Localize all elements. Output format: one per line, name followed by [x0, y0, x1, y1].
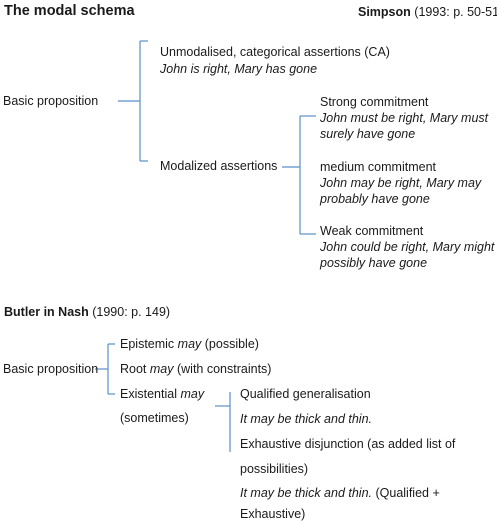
item-modal: may [180, 387, 205, 401]
weak-commitment-example-1: John could be right, Mary might [320, 240, 495, 254]
section1-citation-year: (1993: p. 50-51) [414, 5, 497, 19]
qualified-generalisation: Qualified generalisation [240, 387, 371, 401]
section2-citation-author: Butler in Nash [4, 305, 89, 319]
weak-commitment-label: Weak commitment [320, 224, 424, 238]
item-text: (possible) [201, 337, 259, 351]
section2-citation-year: (1990: p. 149) [92, 305, 171, 319]
item-text: Root [120, 362, 150, 376]
combined-example: It may be thick and thin. (Qualified + [240, 485, 440, 501]
section2-root-label: Basic proposition [3, 362, 99, 376]
combined-example-italic: It may be thick and thin. [240, 486, 373, 500]
section1-title: The modal schema [4, 3, 135, 19]
qualified-example: It may be thick and thin. [240, 412, 373, 426]
epistemic-may-item: Epistemic may (possible) [120, 336, 259, 352]
section1-branch-a-example: John is right, Mary has gone [160, 62, 318, 76]
section1-root-label: Basic proposition [3, 94, 99, 108]
combined-note-2: Exhaustive) [240, 507, 306, 521]
section1-branch-a-label: Unmodalised, categorical assertions (CA) [160, 45, 390, 59]
strong-commitment-example-1: John must be right, Mary must [320, 111, 489, 125]
combined-note: (Qualified + [372, 486, 440, 500]
weak-commitment-example-2: possibly have gone [320, 256, 428, 270]
item-text: (with constraints) [173, 362, 272, 376]
item-text: Epistemic [120, 337, 178, 351]
medium-commitment-example-1: John may be right, Mary may [320, 176, 482, 190]
section1-citation: Simpson (1993: p. 50-51) [358, 4, 497, 20]
existential-may-item: Existential may [120, 386, 204, 402]
existential-note: (sometimes) [120, 411, 189, 425]
section1-branch-b-label: Modalized assertions [160, 159, 278, 173]
exhaustive-disjunction-2: possibilities) [240, 462, 309, 476]
item-modal: may [149, 362, 174, 376]
section1-citation-author: Simpson [358, 5, 411, 19]
strong-commitment-example-2: surely have gone [320, 127, 416, 141]
item-modal: may [177, 337, 202, 351]
exhaustive-disjunction-1: Exhaustive disjunction (as added list of [240, 437, 456, 451]
section2-citation: Butler in Nash (1990: p. 149) [4, 304, 170, 320]
item-text: Existential [120, 387, 181, 401]
root-may-item: Root may (with constraints) [120, 361, 271, 377]
medium-commitment-example-2: probably have gone [320, 192, 430, 206]
medium-commitment-label: medium commitment [320, 160, 436, 174]
strong-commitment-label: Strong commitment [320, 95, 429, 109]
